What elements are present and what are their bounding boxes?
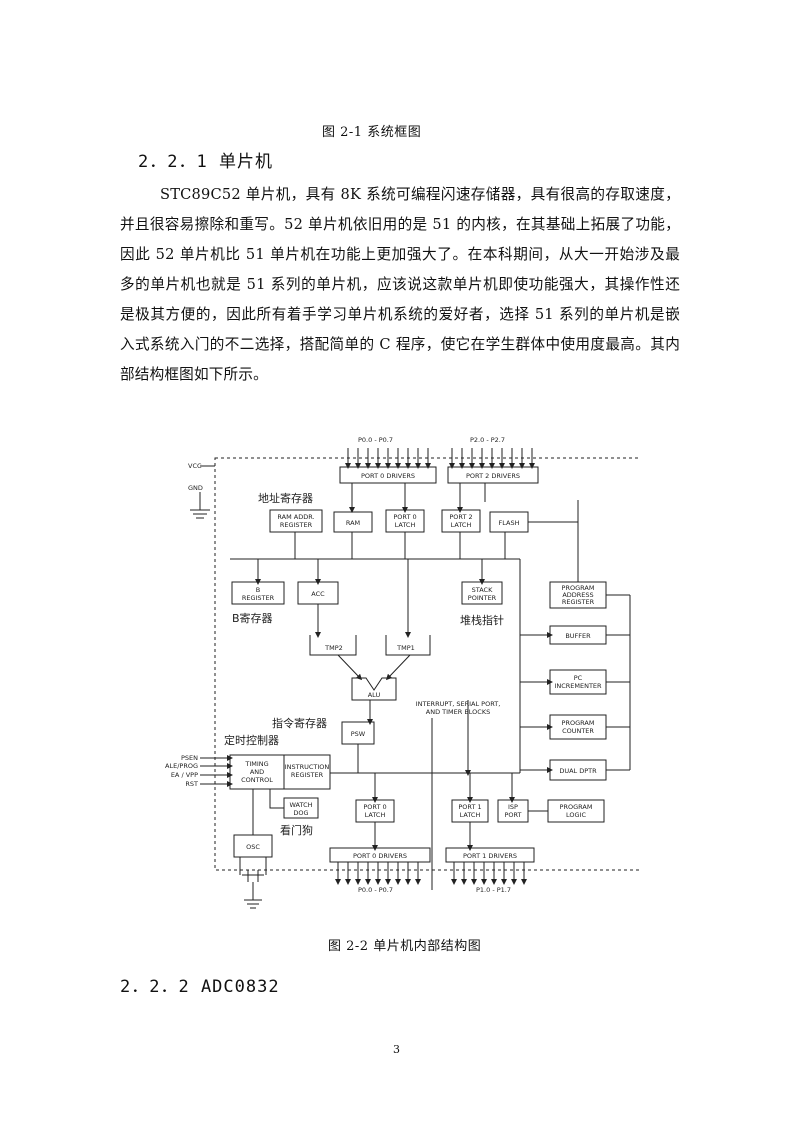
acc-label: ACC [311,590,325,598]
isp-label-2: PORT [504,811,521,819]
cn-timing-label: 定时控制器 [224,733,279,747]
watchdog-label-1: WATCH [289,801,312,809]
timing-label-3: CONTROL [241,776,273,784]
port0-latch-bottom-label-1: PORT 0 [363,803,386,811]
rst-label: RST [185,780,198,788]
cn-stack-label: 堆栈指针 [460,613,504,627]
port0-latch-top-label-2: LATCH [395,521,416,529]
cn-instr-reg-label: 指令寄存器 [272,716,327,730]
top-bus-left-label: P0.0 - P0.7 [358,436,393,444]
ram-addr-label-2: REGISTER [280,521,313,529]
tmp1-label: TMP1 [396,644,415,652]
figure-2-caption: 图 2-2 单片机内部结构图 [328,939,482,954]
interrupt-label-2: AND TIMER BLOCKS [426,708,490,716]
isp-label-1: ISP [508,803,518,811]
cn-watchdog-label: 看门狗 [280,823,313,837]
flash-label: FLASH [499,519,520,527]
bottom-bus-right-label: P1.0 - P1.7 [476,886,511,894]
prog-addr-label-2: ADDRESS [562,591,593,599]
interrupt-label-1: INTERRUPT, SERIAL PORT, [416,700,501,708]
prog-counter-label-2: COUNTER [562,727,594,735]
port0-drivers-top-label: PORT 0 DRIVERS [361,472,415,480]
bottom-bus-left-label: P0.0 - P0.7 [358,886,393,894]
section-heading-adc: 2．2．2 ADC0832 [120,977,280,997]
prog-logic-label-2: LOGIC [566,811,586,819]
instr-label-1: INSTRUCTION [285,763,330,771]
ale-label: ALE/PROG [165,762,198,770]
instruction-register-box [283,754,331,790]
mcu-block-diagram: P0.0 - P0.7 P2.0 - P2.7 VCC GND PORT 0 D… [165,436,640,909]
stack-label-2: POINTER [468,594,497,602]
osc-label: OSC [246,843,260,851]
prog-logic-label-1: PROGRAM [560,803,593,811]
prog-addr-label-3: REGISTER [562,598,595,606]
prog-addr-label-1: PROGRAM [562,584,595,592]
b-register-label-1: B [256,586,260,594]
port2-drivers-label: PORT 2 DRIVERS [466,472,520,480]
prog-counter-label-1: PROGRAM [562,719,595,727]
timing-label-1: TIMING [244,760,268,768]
cn-b-reg-label: B寄存器 [232,611,273,625]
port0-drivers-bottom-label: PORT 0 DRIVERS [353,852,407,860]
b-register-label-2: REGISTER [242,594,275,602]
top-bus-right-label: P2.0 - P2.7 [470,436,505,444]
dptr-label: DUAL DPTR [559,767,597,775]
mcu-paragraph: STC89C52 单片机，具有 8K 系统可编程闪速存储器，具有很高的存取速度，… [120,186,680,383]
port0-latch-top-label-1: PORT 0 [393,513,416,521]
cn-addr-reg-label: 地址寄存器 [258,491,313,505]
pc-inc-label-2: INCREMENTER [554,682,602,690]
pc-inc-label-1: PC [574,674,583,682]
gnd-label: GND [188,484,203,492]
bottom-pins-right [451,862,527,885]
watchdog-label-2: DOG [293,809,308,817]
ram-addr-register-box [269,509,323,533]
section-heading-mcu: 2．2．1 单片机 [138,152,273,172]
psw-label: PSW [351,730,366,738]
ram-label: RAM [346,519,360,527]
bottom-pins-left [335,862,421,885]
port1-drivers-box [445,847,535,863]
ea-label: EA / VPP [171,771,198,779]
stack-label-1: STACK [472,586,493,594]
port2-latch-label-2: LATCH [451,521,472,529]
port2-drivers-box [447,466,539,484]
port0-drivers-bottom-box [329,847,431,863]
buffer-label: BUFFER [565,632,591,640]
instr-label-2: REGISTER [291,771,324,779]
page-number: 3 [393,1043,400,1056]
port2-latch-label-1: PORT 2 [449,513,472,521]
port0-latch-bottom-label-2: LATCH [365,811,386,819]
timing-label-2: AND [250,768,264,776]
port1-drivers-label: PORT 1 DRIVERS [463,852,517,860]
alu-label: ALU [368,691,381,699]
figure-1-caption: 图 2-1 系统框图 [322,125,422,140]
port0-drivers-top-box [339,466,437,484]
port1-latch-label-1: PORT 1 [458,803,481,811]
psen-label: PSEN [181,754,198,762]
port1-latch-label-2: LATCH [460,811,481,819]
tmp2-label: TMP2 [324,644,343,652]
ram-addr-label-1: RAM ADDR. [277,513,314,521]
top-pins-left [345,448,431,469]
vcc-label: VCC [188,462,202,470]
chip-boundary [214,457,640,871]
top-pins-right [449,448,535,469]
